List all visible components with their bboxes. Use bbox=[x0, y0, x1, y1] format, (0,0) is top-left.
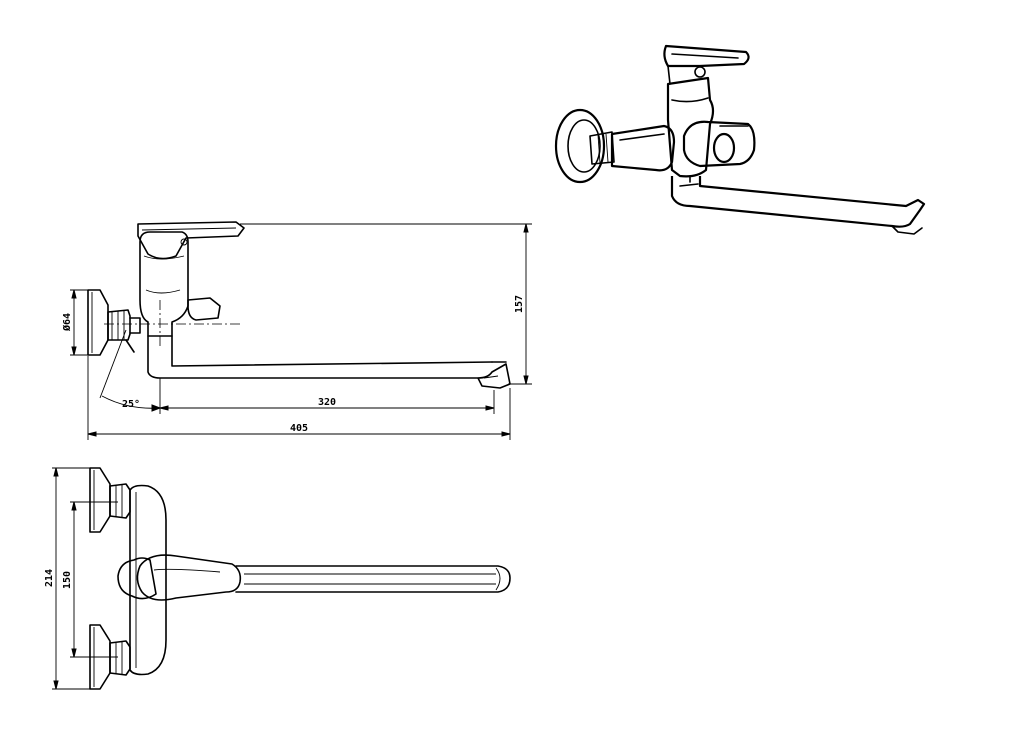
dim-flange-label: Ø64 bbox=[61, 313, 73, 332]
dim-length-405: 405 bbox=[87, 356, 511, 440]
persp-diverter-knob bbox=[712, 132, 736, 164]
top-flange-upper bbox=[89, 467, 111, 533]
persp-connector bbox=[589, 131, 615, 165]
dim-spacing-label: 150 bbox=[62, 571, 73, 589]
persp-wall-rosette bbox=[554, 108, 606, 184]
dim-length-label: 405 bbox=[290, 423, 308, 434]
top-nut-upper bbox=[109, 483, 131, 519]
persp-diverter-body bbox=[682, 120, 756, 168]
top-nut-lower bbox=[109, 640, 131, 676]
side-view: 157 Ø64 25° 320 405 bbox=[61, 221, 532, 440]
persp-spout bbox=[670, 176, 926, 228]
top-body-plate bbox=[129, 484, 167, 676]
dim-reach-320: 320 bbox=[159, 378, 495, 414]
top-hub bbox=[117, 557, 157, 600]
side-spout bbox=[147, 335, 511, 389]
dim-height-label: 157 bbox=[514, 295, 525, 313]
side-wall-flange bbox=[87, 289, 109, 356]
dim-angle-label: 25° bbox=[122, 399, 140, 410]
side-diverter-knob bbox=[187, 297, 221, 321]
persp-side-arm bbox=[610, 124, 676, 172]
dim-height-157: 157 bbox=[240, 223, 532, 385]
perspective-view bbox=[554, 44, 926, 235]
persp-mixer-column bbox=[666, 76, 715, 178]
persp-lever-pivot bbox=[694, 66, 706, 78]
persp-lever-handle bbox=[663, 44, 750, 68]
top-view: 214 150 bbox=[44, 467, 511, 690]
dim-width-214: 214 bbox=[44, 467, 100, 690]
dim-reach-label: 320 bbox=[318, 397, 336, 408]
dim-width-label: 214 bbox=[44, 569, 55, 587]
top-spout bbox=[235, 565, 511, 593]
dim-spacing-150: 150 bbox=[62, 501, 118, 658]
top-lever bbox=[136, 554, 242, 601]
dim-flange-diameter: Ø64 bbox=[61, 289, 94, 356]
side-eccentric-nut bbox=[107, 309, 131, 341]
dim-angle-25: 25° bbox=[99, 329, 162, 412]
side-lever-handle bbox=[137, 221, 245, 260]
